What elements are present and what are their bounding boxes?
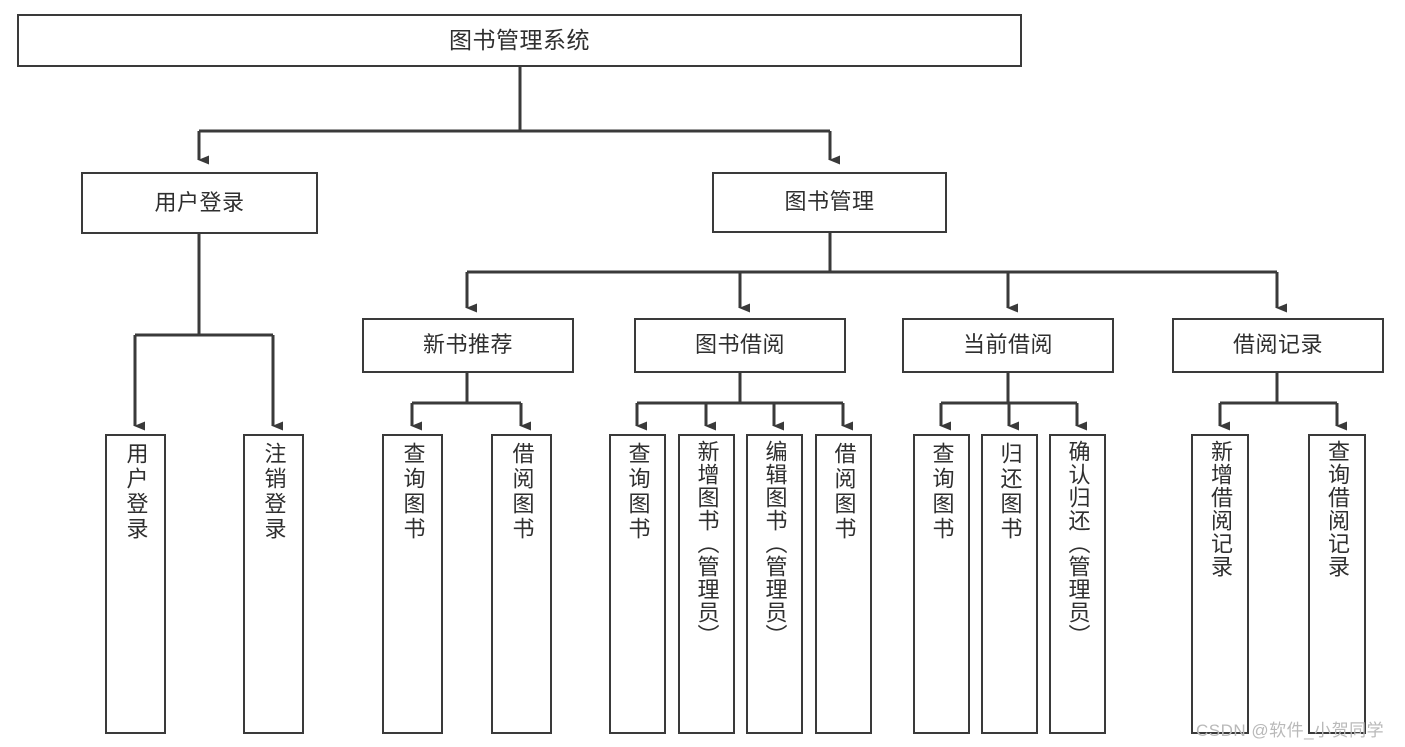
leaf-borrow-book-2[interactable]: 借阅图书: [815, 434, 872, 734]
leaf-confirm-return[interactable]: 确认归还（管理员）: [1049, 434, 1106, 734]
node-borrow-record[interactable]: 借阅记录: [1172, 318, 1384, 373]
leaf-add-book-label: 新增图书（管理员）: [694, 440, 720, 647]
leaf-borrow-book-1-label: 借阅图书: [509, 442, 535, 542]
node-root-label: 图书管理系统: [449, 26, 590, 53]
csdn-watermark: CSDN @软件_小贺同学: [1196, 721, 1385, 740]
leaf-borrow-book-1[interactable]: 借阅图书: [491, 434, 552, 734]
node-borrow-record-label: 借阅记录: [1232, 332, 1323, 358]
node-root[interactable]: 图书管理系统: [17, 14, 1022, 67]
leaf-return-book-label: 归还图书: [997, 442, 1023, 542]
leaf-user-login-label: 用户登录: [123, 442, 149, 542]
leaf-borrow-book-2-label: 借阅图书: [831, 442, 857, 542]
leaf-query-book-2[interactable]: 查询图书: [609, 434, 666, 734]
node-user-login-label: 用户登录: [154, 189, 245, 215]
node-new-book-recommend[interactable]: 新书推荐: [362, 318, 574, 373]
leaf-query-record-label: 查询借阅记录: [1325, 440, 1350, 578]
leaf-user-login[interactable]: 用户登录: [105, 434, 166, 734]
node-new-book-recommend-label: 新书推荐: [422, 332, 513, 358]
node-current-borrow[interactable]: 当前借阅: [902, 318, 1114, 373]
leaf-query-record[interactable]: 查询借阅记录: [1308, 434, 1366, 734]
leaf-query-book-1[interactable]: 查询图书: [382, 434, 443, 734]
node-book-manage[interactable]: 图书管理: [712, 172, 947, 233]
node-current-borrow-label: 当前借阅: [962, 332, 1053, 358]
leaf-query-book-3[interactable]: 查询图书: [913, 434, 970, 734]
leaf-logout-label: 注销登录: [261, 442, 287, 542]
leaf-query-book-2-label: 查询图书: [625, 442, 651, 542]
leaf-confirm-return-label: 确认归还（管理员）: [1065, 440, 1091, 647]
node-book-borrow[interactable]: 图书借阅: [634, 318, 846, 373]
leaf-edit-book-label: 编辑图书（管理员）: [762, 440, 788, 647]
leaf-add-book[interactable]: 新增图书（管理员）: [678, 434, 735, 734]
leaf-return-book[interactable]: 归还图书: [981, 434, 1038, 734]
leaf-edit-book[interactable]: 编辑图书（管理员）: [746, 434, 803, 734]
node-user-login[interactable]: 用户登录: [81, 172, 318, 234]
node-book-borrow-label: 图书借阅: [694, 332, 785, 358]
leaf-query-book-3-label: 查询图书: [929, 442, 955, 542]
node-book-manage-label: 图书管理: [784, 189, 875, 215]
leaf-query-book-1-label: 查询图书: [400, 442, 426, 542]
leaf-add-record-label: 新增借阅记录: [1208, 440, 1233, 578]
leaf-add-record[interactable]: 新增借阅记录: [1191, 434, 1249, 734]
leaf-logout[interactable]: 注销登录: [243, 434, 304, 734]
